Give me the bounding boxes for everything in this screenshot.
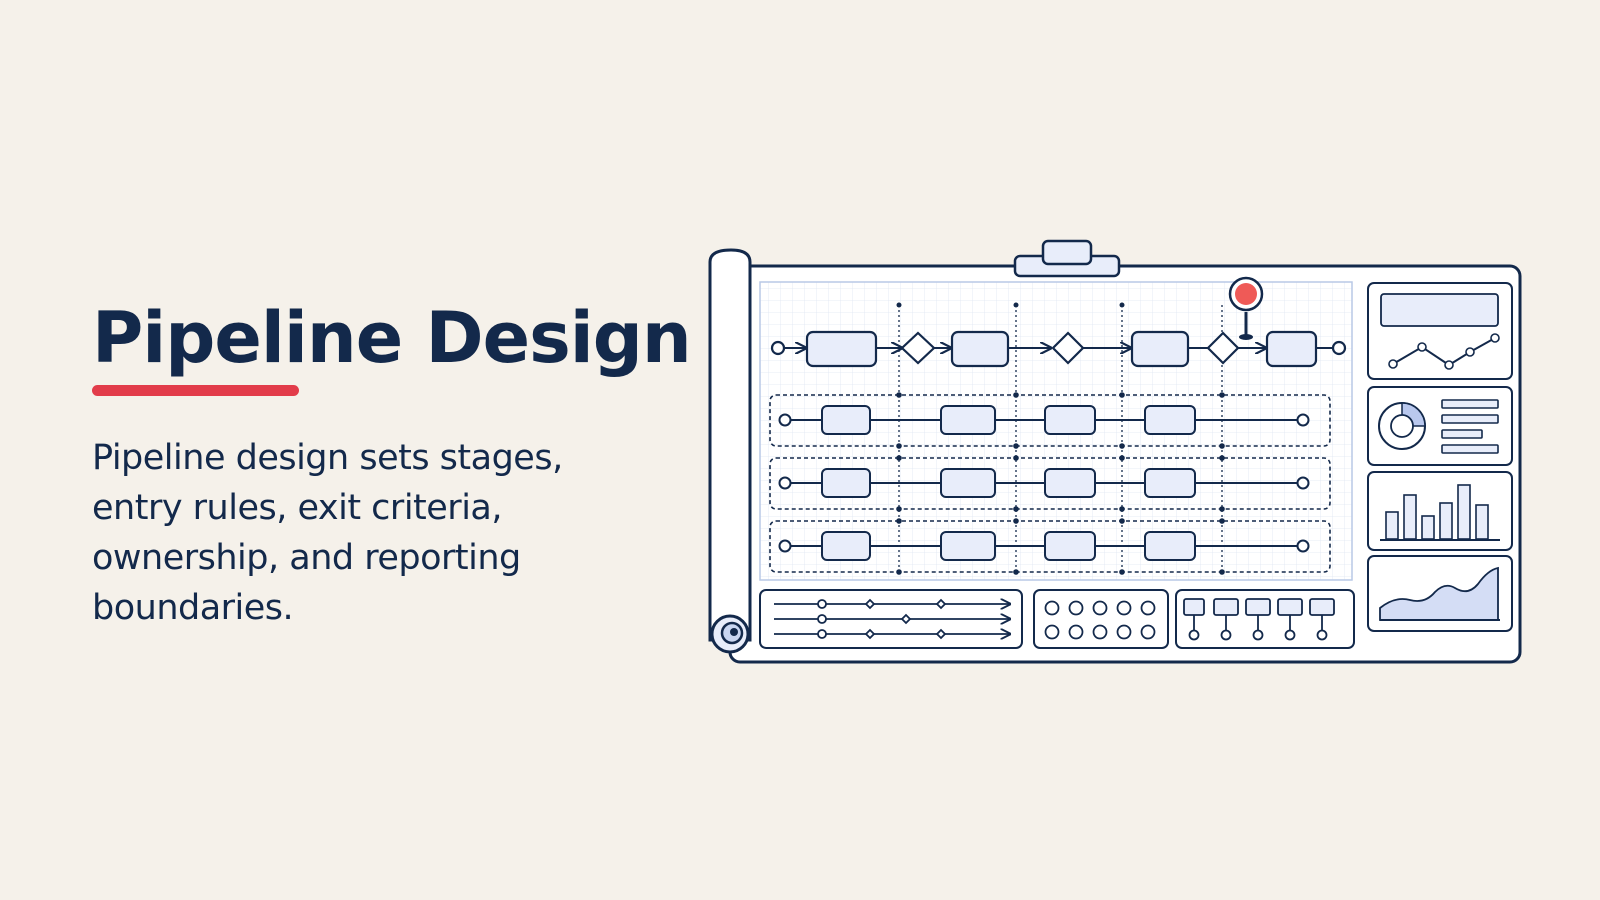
swimlane-3 [769,520,1331,573]
swimlanes [769,394,1331,573]
bar-chart-icon [1367,471,1513,551]
pin-marker-icon [1228,276,1264,340]
donut-chart-icon [1367,386,1513,466]
description-text: Pipeline design sets stages, entry rules… [92,438,563,628]
scroll-icon [708,248,752,654]
node-tree-panel [1175,589,1355,649]
page-title: Pipeline Design [92,297,692,379]
swimlane-2 [769,457,1331,510]
swimlane-1 [769,394,1331,447]
line-chart-icon [1367,282,1513,380]
title-underline [92,385,299,396]
status-dots-panel [1033,589,1169,649]
lane-junction-dots [896,392,1225,575]
pipeline-blueprint-illustration [708,239,1522,664]
clip-icon [1013,239,1121,278]
area-chart-icon [1367,555,1513,632]
timeline-panel [759,589,1023,649]
